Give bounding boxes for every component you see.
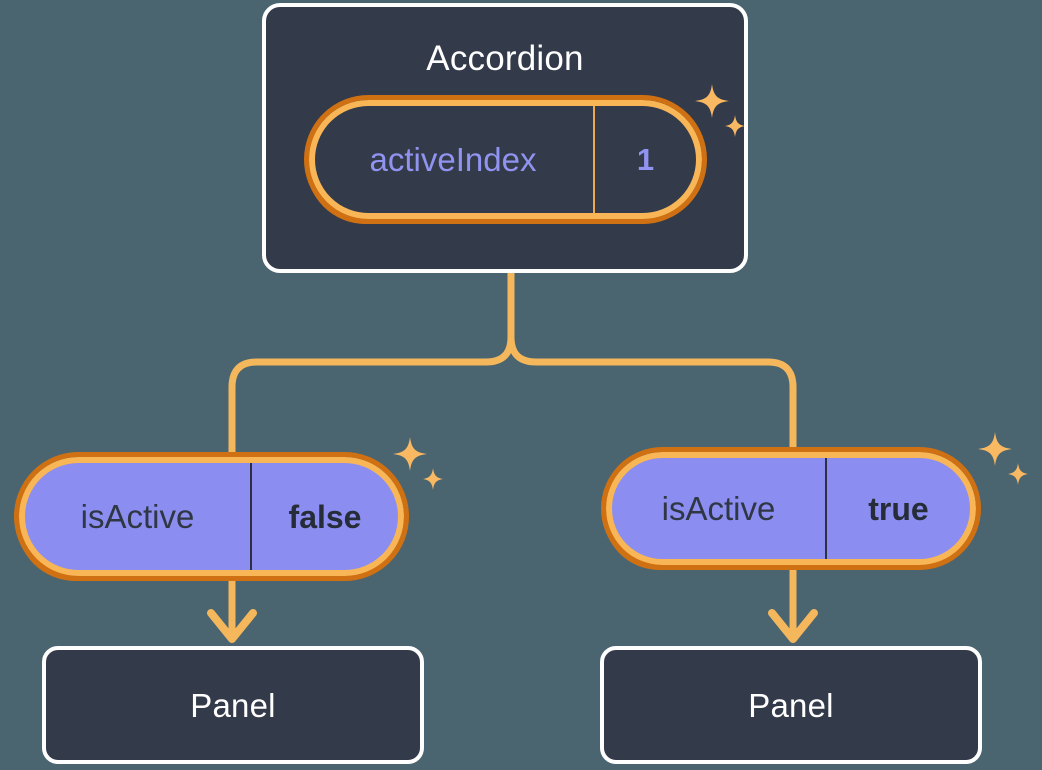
prop-value: 1: [636, 142, 655, 177]
prop-pill-activeindex[interactable]: activeIndex 1: [304, 95, 707, 224]
branch-connector-left: [228, 333, 515, 470]
component-node-panel-right[interactable]: Panel: [600, 646, 982, 764]
prop-pill-isactive-true[interactable]: isActive true: [601, 447, 981, 570]
sparkle-icon: [978, 432, 1028, 485]
panel-title: Panel: [748, 686, 834, 724]
component-node-panel-left[interactable]: Panel: [42, 646, 424, 764]
prop-name: isActive: [661, 490, 776, 527]
prop-name: isActive: [80, 498, 195, 535]
prop-value: false: [288, 498, 362, 535]
prop-divider: [593, 106, 595, 213]
prop-divider: [250, 463, 252, 570]
arrow-down-icon-left: [207, 572, 257, 643]
prop-pill-isactive-false[interactable]: isActive false: [14, 452, 409, 581]
prop-name: activeIndex: [369, 141, 537, 178]
arrow-down-icon-right: [768, 562, 818, 643]
page-title: Accordion: [426, 39, 584, 78]
prop-divider: [825, 458, 827, 559]
panel-title: Panel: [190, 686, 276, 724]
tree-connector: [507, 269, 797, 466]
prop-value: true: [868, 490, 929, 527]
